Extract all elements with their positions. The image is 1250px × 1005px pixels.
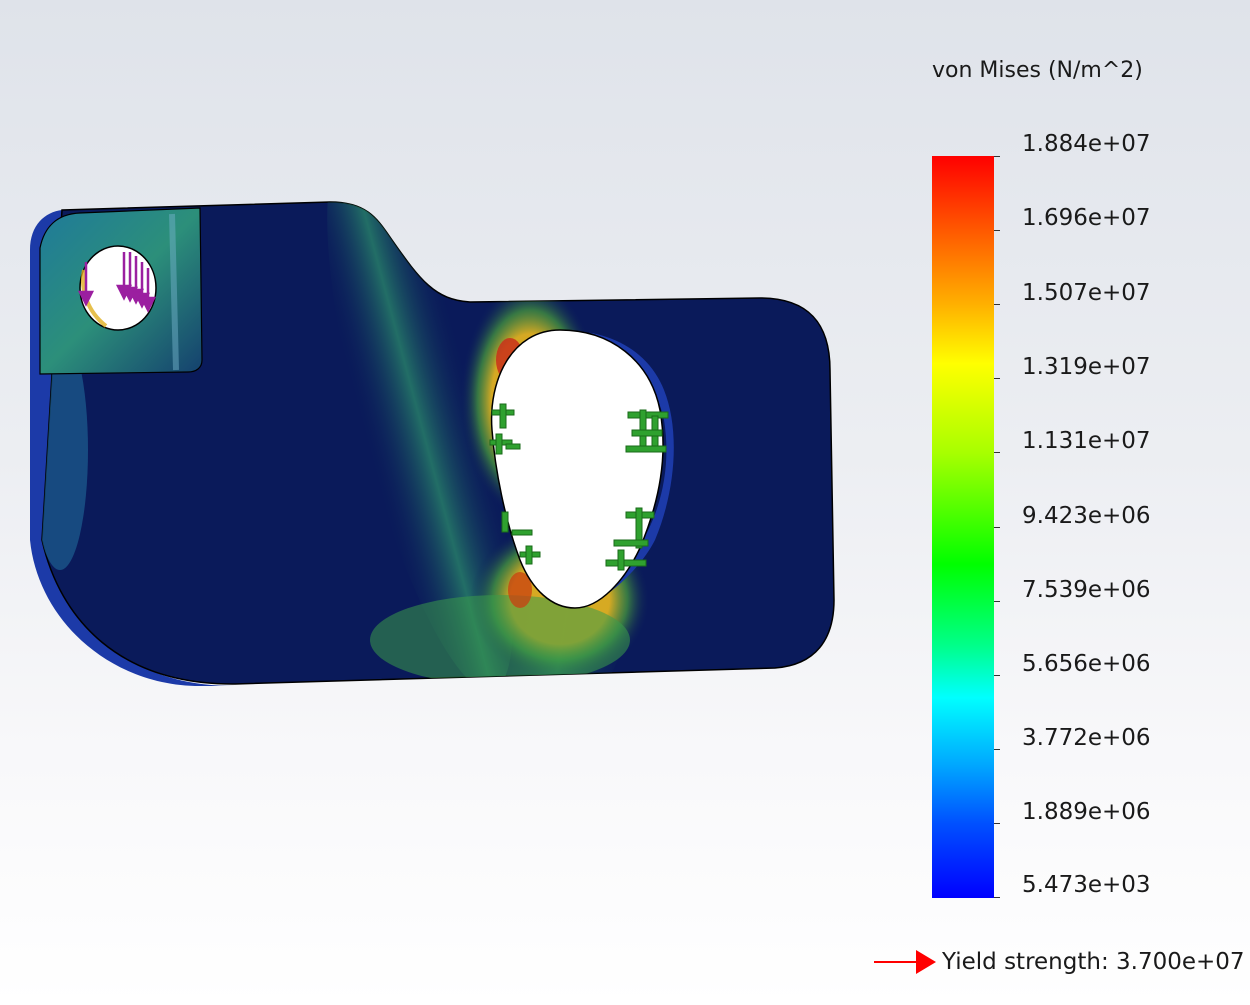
tick-label: 9.423e+06 [1022, 503, 1151, 529]
yield-strength-label: Yield strength: 3.700e+07 [942, 949, 1245, 975]
stress-colorbar [932, 156, 994, 898]
fixed-geometry-icon [489, 403, 669, 571]
tick-label: 1.131e+07 [1022, 428, 1151, 454]
force-arrow-icon [77, 252, 157, 313]
legend-title: von Mises (N/m^2) [932, 58, 1143, 83]
yield-strength-marker: Yield strength: 3.700e+07 [874, 946, 1245, 978]
tick-label: 1.319e+07 [1022, 354, 1151, 380]
tick-mark [994, 675, 1000, 676]
slot-hole [490, 329, 664, 609]
tick-mark [994, 897, 1000, 898]
tick-mark [994, 304, 1000, 305]
tick-mark [994, 156, 1000, 157]
tick-mark [994, 823, 1000, 824]
tick-label: 7.539e+06 [1022, 577, 1151, 603]
tick-mark [994, 378, 1000, 379]
slot-side-wall [560, 329, 674, 606]
tick-mark [994, 527, 1000, 528]
tick-label: 5.473e+03 [1022, 872, 1151, 898]
tick-mark [994, 452, 1000, 453]
tick-mark [994, 749, 1000, 750]
tick-mark [994, 601, 1000, 602]
yield-line [874, 961, 916, 963]
tick-label: 5.656e+06 [1022, 651, 1151, 677]
arrow-right-icon [916, 950, 936, 974]
tick-label: 3.772e+06 [1022, 725, 1151, 751]
tick-label: 1.696e+07 [1022, 205, 1151, 231]
tick-label: 1.889e+06 [1022, 799, 1151, 825]
tick-label: 1.884e+07 [1022, 131, 1151, 157]
tick-label: 1.507e+07 [1022, 280, 1151, 306]
tick-mark [994, 230, 1000, 231]
